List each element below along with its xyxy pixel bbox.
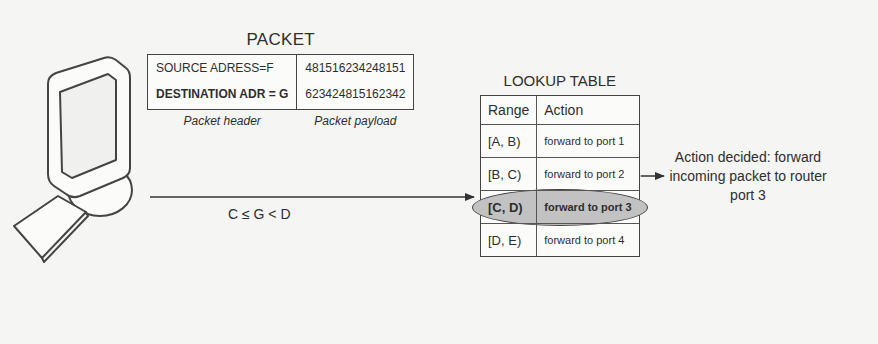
field-value: 481516234248151 bbox=[305, 60, 405, 77]
send-arrow bbox=[150, 196, 474, 198]
action-note: Action decided: forward incoming packet … bbox=[668, 148, 828, 205]
table-grid: RangeAction[A, B)forward to port 1[B, C)… bbox=[480, 95, 640, 257]
table-cell: [D, E) bbox=[481, 224, 537, 256]
field-value: SOURCE ADRESS=F bbox=[156, 60, 288, 77]
table-cell: [A, B) bbox=[481, 125, 537, 158]
table-header: Range bbox=[481, 96, 537, 125]
action-text: Action decided: forward incoming packet … bbox=[668, 148, 828, 205]
packet-field: SOURCE ADRESS=FDESTINATION ADR = GPacket… bbox=[148, 55, 296, 109]
field-value: DESTINATION ADR = G bbox=[156, 86, 288, 103]
table-cell: [B, C) bbox=[481, 158, 537, 191]
field-caption: Packet payload bbox=[297, 114, 413, 128]
table-cell: forward to port 3 bbox=[537, 191, 638, 224]
monitor bbox=[48, 57, 130, 197]
field-value: 623424815162342 bbox=[305, 86, 405, 103]
table-cell: [C, D) bbox=[481, 191, 537, 224]
table-cell: forward to port 2 bbox=[537, 158, 638, 191]
table-header: Action bbox=[537, 96, 638, 125]
field-caption: Packet header bbox=[148, 114, 296, 128]
packet-field: 481516234248151623424815162342Packet pay… bbox=[296, 55, 413, 109]
keyboard-edge bbox=[42, 212, 88, 262]
keyboard bbox=[14, 196, 86, 258]
table-cell: forward to port 4 bbox=[537, 224, 638, 256]
table-cell: forward to port 1 bbox=[537, 125, 638, 158]
computer-icon bbox=[14, 57, 132, 262]
packet-title: PACKET bbox=[147, 30, 414, 50]
flow-arrow bbox=[641, 175, 664, 177]
packet-box: PACKET SOURCE ADRESS=F DESTINATION ADR = G… bbox=[147, 30, 414, 110]
packet-fields: SOURCE ADRESS=FDESTINATION ADR = GPacket… bbox=[147, 54, 414, 110]
lookup-table: LOOKUP TABLERangeAction[A, B)forward to … bbox=[480, 72, 640, 257]
table-title: LOOKUP TABLE bbox=[480, 72, 640, 89]
range-condition: C ≤ G < D bbox=[226, 206, 293, 222]
screen bbox=[60, 74, 116, 178]
